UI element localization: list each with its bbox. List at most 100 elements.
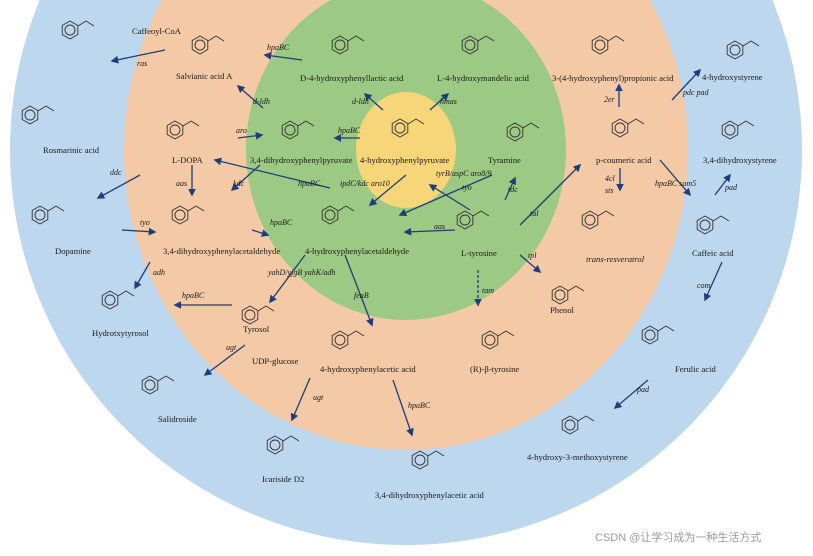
molecule-ring xyxy=(21,105,39,125)
label-tyramine: Tyramine xyxy=(488,155,521,165)
arrow-tal xyxy=(519,163,582,226)
molecule-aromatic-circle xyxy=(729,44,741,56)
arrow-dldh2 xyxy=(236,84,264,109)
enzyme-tdc: tdc xyxy=(508,185,518,194)
label-rosmarinic: Rosmarinic acid xyxy=(43,145,100,155)
molecule-side-chain xyxy=(657,325,675,332)
molecule-aromatic-circle xyxy=(34,209,46,221)
enzyme-ipdc-kdc-aro10: ipdC/kdc aro10 xyxy=(340,179,390,188)
arrow-tdc xyxy=(504,176,516,201)
label-hydroxytyrosol: Hydrotxytyrosol xyxy=(92,328,149,338)
molecule-side-chain xyxy=(522,122,540,129)
enzyme-hpabc-3: hpaBC xyxy=(298,179,321,188)
enzyme-hpabc-2: hpaBC xyxy=(338,126,361,135)
molecule-side-chain xyxy=(187,205,205,212)
arrow-ugt2 xyxy=(290,377,311,422)
enzyme-pad-2: pad xyxy=(636,385,650,394)
arrow-pad2 xyxy=(613,379,649,410)
molecule-aromatic-circle xyxy=(584,214,596,226)
label-dhpp: 3,4-dihydroxyphenylpyruvate xyxy=(250,155,353,165)
arrow-adh xyxy=(134,261,151,290)
label-salidroside: Salidroside xyxy=(158,414,197,424)
enzyme-aas-1: aas xyxy=(176,179,187,188)
arrow-hpabcsam5 xyxy=(659,159,692,197)
label-dhpac: 3,4-dihydroxyphenylacetic acid xyxy=(375,490,485,500)
molecule-ring xyxy=(331,330,349,350)
enzyme-ugt-1: ugt xyxy=(226,343,237,352)
enzyme-4cl: 4cl xyxy=(605,174,616,183)
molecule-ring xyxy=(611,118,629,138)
arrow-pdcpad xyxy=(671,68,702,101)
molecule-ring xyxy=(591,35,609,55)
enzyme-hpabc-4: hpaBC xyxy=(270,218,293,227)
molecule-aromatic-circle xyxy=(484,334,496,346)
molecule-ring xyxy=(61,20,79,40)
arrow-tpl xyxy=(519,254,542,274)
molecule-ring xyxy=(481,330,499,350)
enzyme-hpabc-5: hpaBC xyxy=(182,291,205,300)
molecule-ring xyxy=(561,415,579,435)
molecule-aromatic-circle xyxy=(244,309,256,321)
molecule-aromatic-circle xyxy=(334,334,346,346)
enzyme-dldh-2: d-ldh xyxy=(253,97,270,106)
molecule-aromatic-circle xyxy=(334,39,346,51)
molecule-side-chain xyxy=(742,40,760,47)
enzyme-hpabc-6: hpaBC xyxy=(408,401,431,410)
molecule-side-chain xyxy=(737,120,755,127)
molecule-aromatic-circle xyxy=(644,329,656,341)
enzyme-labels: ras hpaBC d-ldh d-ldh hmas aro hpaBC 2er… xyxy=(110,43,738,410)
molecule-side-chain xyxy=(207,35,225,42)
arrow-aro xyxy=(237,131,264,140)
molecule-ring xyxy=(551,285,569,305)
molecule-aromatic-circle xyxy=(104,294,116,306)
molecule-ring xyxy=(141,375,159,395)
label-rbtyr: (R)-β-tyrosine xyxy=(470,364,519,374)
enzyme-tyo-1: tyo xyxy=(462,183,472,192)
arrow-tyrb xyxy=(428,184,471,211)
arrow-ras xyxy=(110,49,166,64)
molecule-side-chain xyxy=(37,105,55,112)
label-hmstyrene: 4-hydroxy-3-methoxystyrene xyxy=(527,452,628,462)
enzyme-feab: feaB xyxy=(354,291,369,300)
molecule-aromatic-circle xyxy=(509,126,521,138)
label-ferulic: Ferulic acid xyxy=(675,364,717,374)
enzyme-pad-1: pad xyxy=(724,183,738,192)
molecule-side-chain xyxy=(182,120,200,127)
arrow-yahd xyxy=(269,254,306,304)
arrow-l4hpma xyxy=(429,92,450,111)
label-ldopa: L-DOPA xyxy=(172,155,204,165)
enzyme-2er: 2er xyxy=(604,95,616,104)
molecule-ring xyxy=(331,35,349,55)
label-hstyrene: 4-hydroxystyrene xyxy=(702,72,763,82)
enzyme-tal: tal xyxy=(530,209,539,218)
molecule-aromatic-circle xyxy=(464,39,476,51)
label-dopamine: Dopamine xyxy=(55,246,91,256)
arrow-hpabc4 xyxy=(251,229,270,237)
label-pcoumaric: p-coumeric acid xyxy=(596,155,652,165)
molecule-aromatic-circle xyxy=(564,419,576,431)
molecule-ring xyxy=(721,120,739,140)
molecule-aromatic-circle xyxy=(459,214,471,226)
label-dhstyrene: 3,4-dihydroxystyrene xyxy=(703,155,777,165)
molecule-side-chain xyxy=(47,205,65,212)
molecule-aromatic-circle xyxy=(24,109,36,121)
molecule-side-chain xyxy=(347,35,365,42)
arrow-hpabc3 xyxy=(213,157,331,189)
molecule-side-chain xyxy=(577,415,595,422)
molecule-side-chain xyxy=(407,118,425,125)
molecule-aromatic-circle xyxy=(284,124,296,136)
enzyme-ras: ras xyxy=(137,59,147,68)
molecule-side-chain xyxy=(712,215,730,222)
enzyme-hpabc-sam5: hpaBC sam5 xyxy=(655,179,696,188)
molecule-aromatic-circle xyxy=(144,379,156,391)
molecule-side-chain xyxy=(567,285,585,292)
molecule-ring xyxy=(171,205,189,225)
molecule-ring xyxy=(641,325,659,345)
molecule-side-chain xyxy=(472,210,490,217)
enzyme-kdc: kdc xyxy=(233,179,245,188)
enzyme-ugt-2: ugt xyxy=(313,393,324,402)
molecule-side-chain xyxy=(497,330,515,337)
molecule-side-chain xyxy=(337,205,355,212)
